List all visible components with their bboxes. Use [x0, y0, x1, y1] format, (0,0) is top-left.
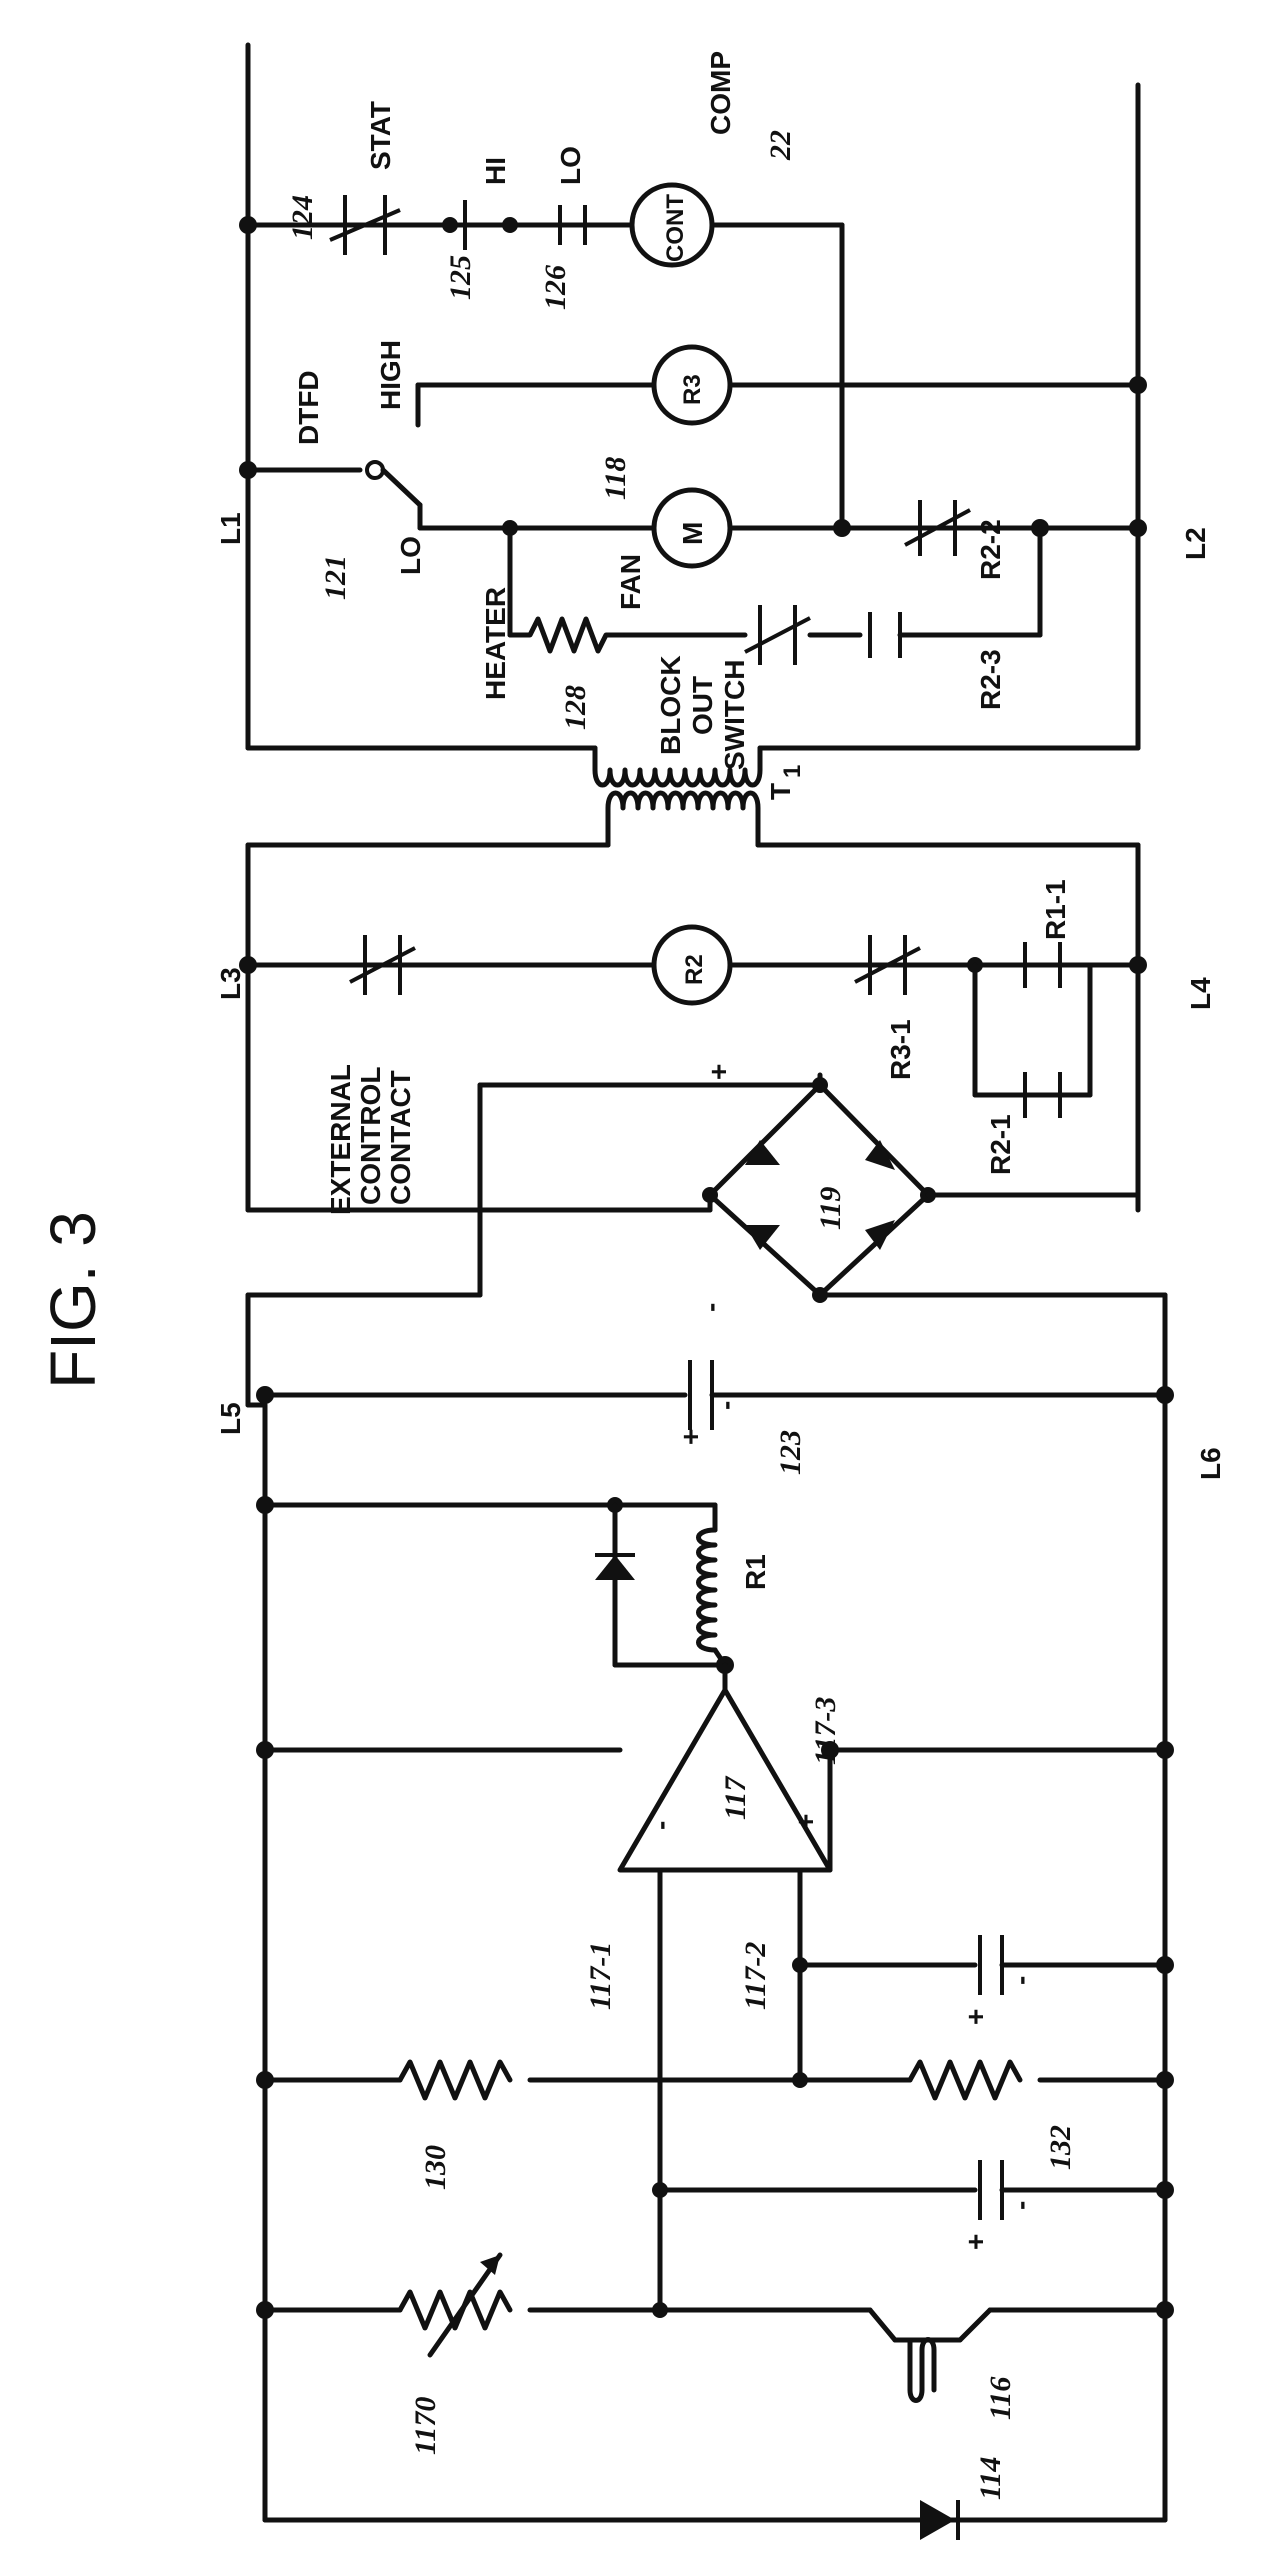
label-heater: HEATER: [480, 587, 511, 700]
label-high: HIGH: [375, 340, 406, 410]
label-r3: R3: [679, 374, 706, 405]
label-r2: R2: [681, 954, 708, 985]
top-section: [239, 42, 1147, 788]
label-r3-1: R3-1: [885, 1019, 916, 1080]
ref-114: 114: [974, 2457, 1007, 2500]
ref-118: 118: [599, 457, 632, 500]
label-r2-3: R2-3: [975, 649, 1006, 710]
label-l4: L4: [1185, 977, 1216, 1010]
ref-116: 116: [984, 2377, 1017, 2420]
label-t1: T: [765, 783, 796, 800]
ref-132: 132: [1044, 2125, 1077, 2170]
label-l1: L1: [215, 512, 246, 545]
label-r2-2: R2-2: [975, 519, 1006, 580]
ref-117-2: 117-2: [739, 1942, 772, 2010]
label-l2: L2: [1180, 527, 1211, 560]
ref-117-1: 117-1: [584, 1942, 617, 2010]
label-cap123-plus: +: [675, 1429, 706, 1445]
label-opamp-plus: +: [790, 1814, 821, 1830]
label-t1-sub: 1: [779, 765, 806, 778]
label-hi: HI: [480, 157, 511, 185]
ref-117: 117: [719, 1776, 752, 1820]
label-r1-1: R1-1: [1040, 879, 1071, 940]
figure-title: FIG. 3: [37, 1211, 109, 1389]
label-control: CONTROL: [355, 1067, 386, 1205]
label-opamp-minus: -: [645, 1821, 676, 1830]
label-l3: L3: [215, 967, 246, 1000]
label-cap3-minus: -: [1005, 2201, 1036, 2210]
label-cap123-minus: -: [710, 1401, 741, 1410]
ref-121: 121: [319, 555, 352, 600]
reference-numbers: 124 125 126 22 121 118 128 119 123 117 1…: [286, 130, 1077, 2500]
ref-126: 126: [539, 265, 572, 310]
label-cap2-plus: +: [960, 2009, 991, 2025]
label-bridge-plus: +: [703, 1064, 734, 1080]
label-comp: COMP: [705, 51, 736, 135]
label-out: OUT: [687, 676, 718, 735]
label-dtfd: DTFD: [293, 370, 324, 445]
label-m: M: [677, 522, 708, 545]
label-cap2-minus: -: [1005, 1976, 1036, 1985]
label-lo-switch: LO: [395, 536, 426, 575]
label-r1: R1: [740, 1554, 771, 1590]
ref-123: 123: [774, 1430, 807, 1475]
label-fan: FAN: [615, 554, 646, 610]
label-cont: CONT: [662, 194, 689, 262]
label-r2-1: R2-1: [985, 1114, 1016, 1175]
label-contact: CONTACT: [385, 1070, 416, 1205]
label-stat: STAT: [365, 101, 396, 170]
label-switch: SWITCH: [719, 660, 750, 770]
label-cap3-plus: +: [960, 2234, 991, 2250]
middle-section: [239, 790, 1168, 1303]
label-l5: L5: [215, 1402, 246, 1435]
line-labels: L1 L2 L3 L4 L5 L6: [215, 512, 1226, 1480]
component-labels: STAT HI LO CONT COMP DTFD HIGH LO R3 M R…: [293, 51, 1071, 2250]
label-lo: LO: [555, 146, 586, 185]
ref-22: 22: [764, 130, 797, 161]
ref-124: 124: [286, 195, 319, 240]
label-l6: L6: [1195, 1447, 1226, 1480]
label-external: EXTERNAL: [325, 1064, 356, 1215]
lower-section: [245, 1292, 1174, 2540]
ref-117-3: 117-3: [809, 1697, 842, 1765]
ref-130: 130: [419, 2145, 452, 2190]
ref-125: 125: [444, 255, 477, 300]
label-bridge-minus: -: [695, 1303, 726, 1312]
ref-119: 119: [814, 1187, 847, 1230]
label-block: BLOCK: [655, 655, 686, 755]
ref-1170: 1170: [409, 2397, 442, 2455]
ref-128: 128: [559, 685, 592, 730]
